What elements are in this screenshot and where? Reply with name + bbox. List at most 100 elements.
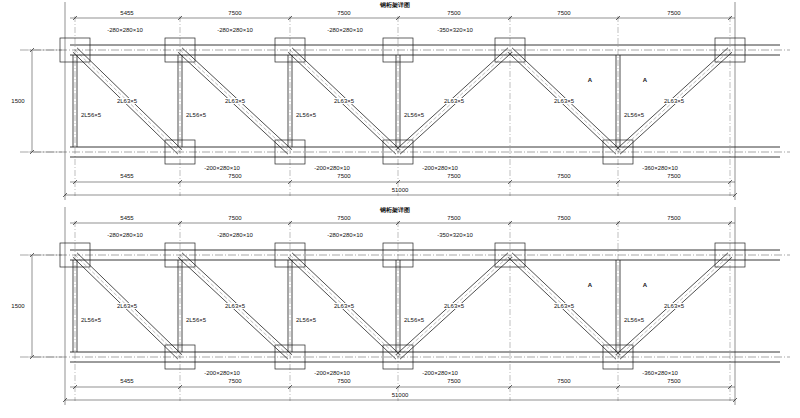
dimension-text: 7500 xyxy=(227,215,242,221)
member-spec: 2L56×5 xyxy=(295,112,317,118)
dimension-line xyxy=(70,182,735,183)
dimension-line xyxy=(32,255,33,357)
extension-line xyxy=(735,2,736,200)
vertical-member xyxy=(182,55,183,147)
dimension-tick xyxy=(178,385,182,389)
dimension-text: 7500 xyxy=(336,378,351,384)
extension-line xyxy=(28,50,62,51)
drawing-title: 钢桁架详图 xyxy=(379,2,411,8)
gusset-plate xyxy=(383,38,413,62)
plate-spec: -350×320×10 xyxy=(436,232,474,238)
diagonal-member xyxy=(396,253,508,355)
gusset-plate xyxy=(495,243,525,267)
section-mark: A xyxy=(642,282,648,288)
gusset-plate xyxy=(603,345,633,369)
plate-spec: -360×280×10 xyxy=(641,370,679,376)
dimension-tick xyxy=(396,385,400,389)
diagonal-member xyxy=(512,253,620,355)
vertical-member xyxy=(616,55,617,147)
plate-spec: -280×280×10 xyxy=(106,232,144,238)
section-mark: A xyxy=(642,77,648,83)
gusset-plate xyxy=(275,243,305,267)
dimension-text: 1500 xyxy=(10,303,25,309)
dimension-tick xyxy=(508,385,512,389)
extension-line xyxy=(28,255,62,256)
dimension-tick xyxy=(508,221,512,225)
grid-line xyxy=(75,16,76,196)
dimension-tick xyxy=(73,16,77,20)
dimension-text: 7500 xyxy=(666,378,681,384)
member-spec: 2L56×5 xyxy=(623,317,645,323)
grid-line xyxy=(510,221,511,401)
vertical-member xyxy=(288,260,289,352)
diagonal-member xyxy=(616,48,728,150)
plate-spec: -360×280×10 xyxy=(641,165,679,171)
dimension-tick xyxy=(63,398,67,402)
vertical-member xyxy=(400,55,401,147)
plate-spec: -280×280×10 xyxy=(326,27,364,33)
dimension-line xyxy=(32,50,33,152)
grid-line xyxy=(730,221,731,401)
diagonal-member xyxy=(178,257,288,359)
dimension-text: 7500 xyxy=(666,215,681,221)
dimension-line xyxy=(65,195,735,196)
plate-spec: -280×280×10 xyxy=(326,232,364,238)
plate-spec: -200×280×10 xyxy=(203,165,241,171)
member-axis xyxy=(75,255,180,357)
dimension-text: 7500 xyxy=(446,173,461,179)
gusset-plate xyxy=(275,345,305,369)
member-spec: 2L63×5 xyxy=(224,303,246,309)
dimension-text: 7500 xyxy=(227,378,242,384)
dimension-tick xyxy=(616,221,620,225)
dimension-text: 7500 xyxy=(556,215,571,221)
dimension-tick xyxy=(288,180,292,184)
dimension-tick xyxy=(73,180,77,184)
dimension-tick xyxy=(616,385,620,389)
gusset-plate xyxy=(715,243,745,267)
dimension-text: 7500 xyxy=(446,215,461,221)
vertical-member xyxy=(400,260,401,352)
dimension-text: 7500 xyxy=(227,173,242,179)
truss xyxy=(20,2,790,200)
gusset-plate xyxy=(60,243,90,267)
member-spec: 2L63×5 xyxy=(553,98,575,104)
diagonal-member xyxy=(77,48,182,150)
member-spec: 2L56×5 xyxy=(80,317,102,323)
dimension-tick xyxy=(288,221,292,225)
grid-line xyxy=(398,221,399,401)
dimension-tick xyxy=(508,180,512,184)
member-axis xyxy=(75,50,180,152)
diagonal-member xyxy=(73,52,178,154)
vertical-member xyxy=(288,55,289,147)
dimension-text: 7500 xyxy=(666,173,681,179)
member-spec: 2L63×5 xyxy=(333,98,355,104)
member-axis xyxy=(290,255,398,357)
grid-line xyxy=(75,221,76,401)
dimension-text: 51000 xyxy=(391,187,410,193)
dimension-tick xyxy=(728,180,732,184)
dimension-tick xyxy=(178,16,182,20)
gusset-plate xyxy=(383,345,413,369)
dimension-text: 7500 xyxy=(336,10,351,16)
member-spec: 2L63×5 xyxy=(333,303,355,309)
dimension-text: 5455 xyxy=(119,173,134,179)
member-axis xyxy=(180,255,290,357)
plate-spec: -200×280×10 xyxy=(313,165,351,171)
member-axis xyxy=(290,50,398,152)
member-spec: 2L63×5 xyxy=(224,98,246,104)
dimension-tick xyxy=(616,180,620,184)
section-mark: A xyxy=(587,77,593,83)
top-chord xyxy=(70,260,780,261)
gusset-plate xyxy=(165,345,195,369)
diagonal-member xyxy=(396,48,508,150)
dimension-line xyxy=(70,223,735,224)
bottom-chord xyxy=(70,147,780,148)
dimension-tick xyxy=(63,193,67,197)
bottom-chord xyxy=(70,352,780,353)
grid-line xyxy=(730,16,731,196)
vertical-member xyxy=(292,55,293,147)
diagonal-member xyxy=(178,52,288,154)
center-line xyxy=(20,50,790,51)
dimension-text: 7500 xyxy=(556,10,571,16)
dimension-tick xyxy=(73,221,77,225)
